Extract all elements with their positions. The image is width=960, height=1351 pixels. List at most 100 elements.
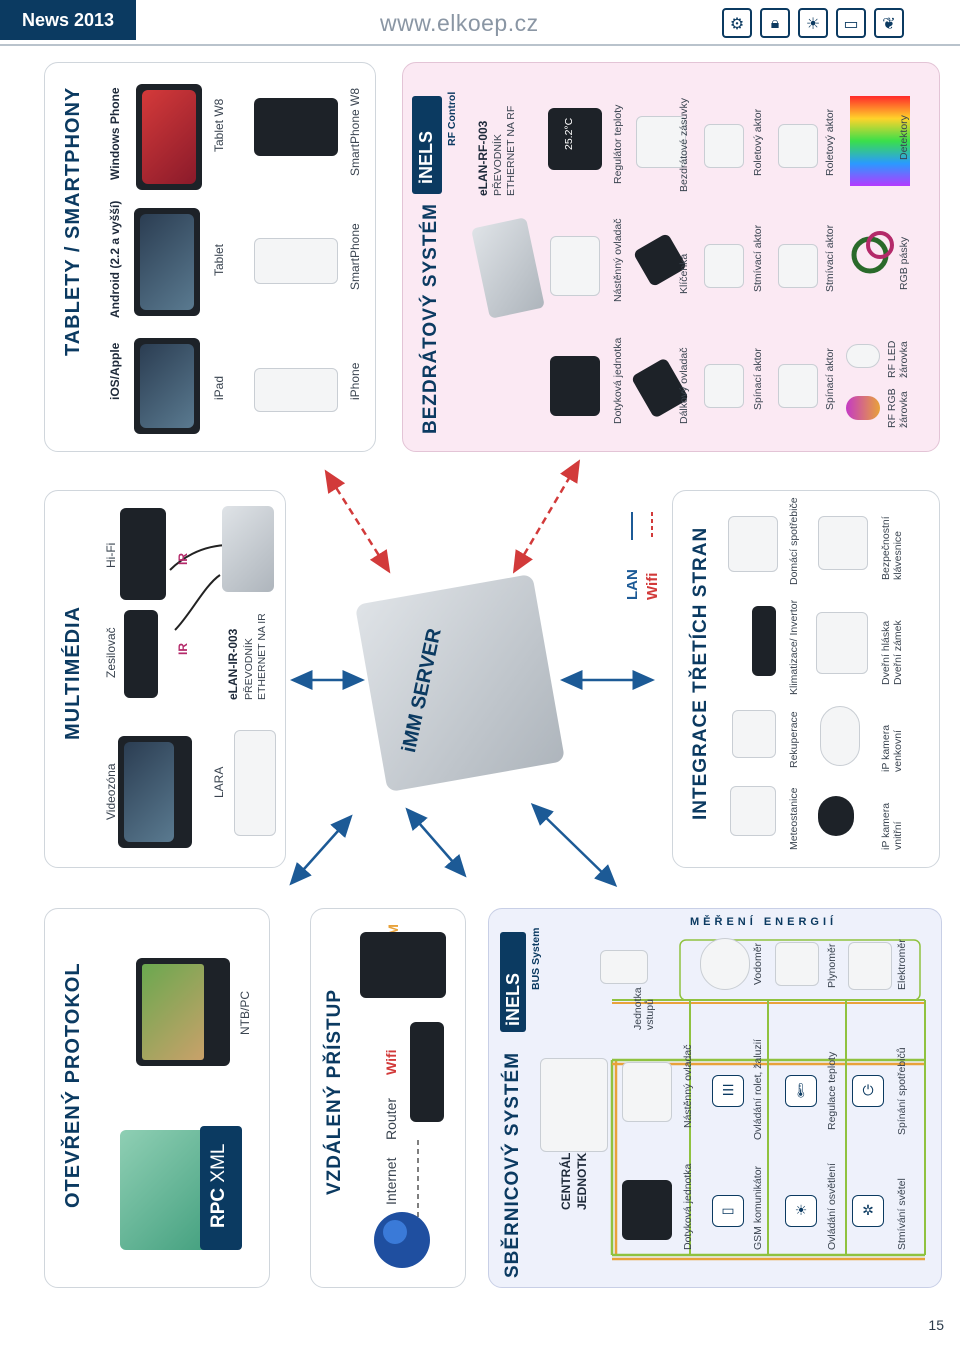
- router-image: [410, 1022, 444, 1122]
- lan-label: LAN: [624, 569, 641, 600]
- android-tablet-screen: [140, 214, 194, 310]
- rf-r3-0: Spínací aktor: [752, 348, 764, 410]
- mm-amplifier-label: Zesilovač: [104, 627, 118, 678]
- arrow-server-bus: [530, 803, 618, 887]
- rf-r5-3: Detektory: [898, 115, 910, 160]
- tp-r2-3: Bezpečnostní klávesnice: [880, 516, 904, 580]
- tp-r2-0: iP kamera vnitřní: [880, 802, 904, 850]
- electricity-meter-image: [848, 942, 892, 990]
- rf-wall-switch-image: [550, 236, 600, 296]
- remote-title: VZDÁLENÝ PŘÍSTUP: [324, 988, 345, 1195]
- third-party-panel: [672, 490, 940, 868]
- bus-dev-1: Nástěnný ovladač: [682, 1044, 694, 1128]
- lighting-icon: ☀: [785, 1195, 817, 1227]
- phone-smartphone-label: SmartPhone: [348, 223, 362, 290]
- rf-brand: iNELS: [416, 130, 436, 184]
- open-protocol-title: OTEVŘENÝ PROTOKOL: [62, 962, 84, 1208]
- tp-r2-1: iP kamera venkovní: [880, 724, 904, 772]
- elan-ir-image: [222, 506, 274, 592]
- rf-brand-sub: RF Control: [446, 91, 458, 146]
- mm-lara-label: LARA: [212, 766, 226, 798]
- pc-label: NTB/PC: [238, 990, 252, 1035]
- tablets-title: TABLETY / SMARTPHONY: [62, 86, 84, 356]
- tablet-w8-label: Tablet W8: [212, 98, 226, 152]
- w8-tablet-screen: [142, 90, 196, 184]
- meteostation-image: [730, 786, 776, 836]
- elan-ir-sub1: PŘEVODNÍK: [243, 638, 255, 700]
- page-header: News 2013 www.elkoep.cz ⚙ 🔒︎ ☀ ▭ ❦: [0, 0, 960, 46]
- elan-rf-sub1: PŘEVODNÍK: [492, 134, 504, 196]
- phone-w8-label: SmartPhone W8: [348, 87, 362, 176]
- elan-ir-title: eLAN-IR-003: [226, 628, 240, 700]
- site-url[interactable]: www.elkoep.cz: [380, 10, 539, 36]
- bus-wall-switch-image: [622, 1062, 672, 1122]
- bus-logo: [500, 932, 526, 1032]
- third-party-title: INTEGRACE TŘETÍCH STRAN: [690, 526, 711, 820]
- wireless-title: BEZDRÁTOVÝ SYSTÉM: [420, 203, 441, 434]
- news-badge: News 2013: [0, 0, 136, 40]
- ir-label-2: IR: [176, 553, 190, 565]
- leaf-icon: ❦: [874, 8, 904, 38]
- amplifier-image: [124, 610, 158, 698]
- os-android: Android (2.2 a vyšší): [108, 200, 122, 318]
- rpc-label: RPC XML: [208, 1144, 230, 1228]
- os-ios: iOS/Apple: [108, 342, 122, 400]
- internet-label: Internet: [383, 1157, 399, 1205]
- lock-icon: 🔒︎: [760, 8, 790, 38]
- rf-r3-2: Roletový aktor: [752, 108, 764, 176]
- bus-brand: iNELS: [503, 972, 523, 1026]
- gsm-communicator-icon: ▭: [712, 1195, 744, 1227]
- rf-r4-0: Spínací aktor: [824, 348, 836, 410]
- ipad-screen: [140, 344, 194, 428]
- outdoor-camera-image: [820, 706, 860, 766]
- bus-input-unit-image: [600, 950, 648, 984]
- header-icons: ⚙ 🔒︎ ☀ ▭ ❦: [722, 8, 904, 38]
- rf-socket-image: [636, 116, 686, 168]
- phone-iphone-label: iPhone: [348, 362, 362, 400]
- mm-hifi-label: Hi-Fi: [104, 542, 118, 568]
- tp-r1-3: Domácí spotřebiče: [788, 497, 800, 585]
- mm-videozone-label: Videozóna: [104, 763, 118, 821]
- gas-meter-image: [775, 942, 819, 986]
- window-icon: ▭: [836, 8, 866, 38]
- bus-dev-7: Stmívání světel: [896, 1178, 908, 1250]
- detector-rgb-image: [850, 96, 910, 186]
- bus-dev-0: Dotyková jednotka: [682, 1163, 694, 1250]
- rf-shutter-actor-1-image: [704, 124, 744, 168]
- rf-touch-unit-image: [550, 356, 600, 416]
- rf-switch-actor-2-image: [778, 364, 818, 408]
- os-windows: Windows Phone: [108, 87, 122, 180]
- recuperation-image: [732, 710, 776, 758]
- rf-dimmer-actor-1-image: [704, 244, 744, 288]
- ir-label-1: IR: [176, 643, 190, 655]
- rf-r1-1: Nástěnný ovladač: [612, 218, 624, 302]
- iphone-image: [254, 368, 338, 412]
- dimming-icon: ✲: [852, 1195, 884, 1227]
- bus-touch-unit-image: [622, 1180, 672, 1240]
- tablet-android-label: Tablet: [212, 243, 226, 276]
- rf-r1-0: Dotyková jednotka: [612, 337, 624, 424]
- imm-server-image: [354, 573, 566, 793]
- tp-r1-1: Rekuperace: [788, 711, 800, 768]
- gsm-phone-image: [360, 932, 446, 998]
- blinds-icon: ☰: [712, 1075, 744, 1107]
- arrow-server-remote: [405, 807, 467, 878]
- security-keypad-image: [818, 516, 868, 570]
- rf-dimmer-actor-2-image: [778, 244, 818, 288]
- w8-phone-image: [254, 98, 338, 156]
- tp-r1-2: Klimatizace/ Invertor: [788, 599, 800, 695]
- page-number: 15: [928, 1317, 944, 1333]
- lara-image: [234, 730, 276, 836]
- bus-dev-6: Regulace teploty: [826, 1051, 838, 1130]
- elan-ir-sub2: ETHERNET NA IR: [256, 613, 268, 700]
- multimedia-title: MULTIMÉDIA: [62, 605, 84, 740]
- door-intercom-image: [816, 612, 868, 674]
- tp-r1-0: Meteostanice: [788, 787, 800, 850]
- power-icon: ⏻: [852, 1075, 884, 1107]
- water-meter-image: [700, 938, 750, 990]
- elan-rf-title: eLAN-RF-003: [476, 120, 490, 196]
- meter-electric: Elektroměr: [896, 939, 908, 990]
- rpc-badge: [200, 1126, 242, 1250]
- elan-rf-sub2: ETHERNET NA RF: [505, 105, 517, 196]
